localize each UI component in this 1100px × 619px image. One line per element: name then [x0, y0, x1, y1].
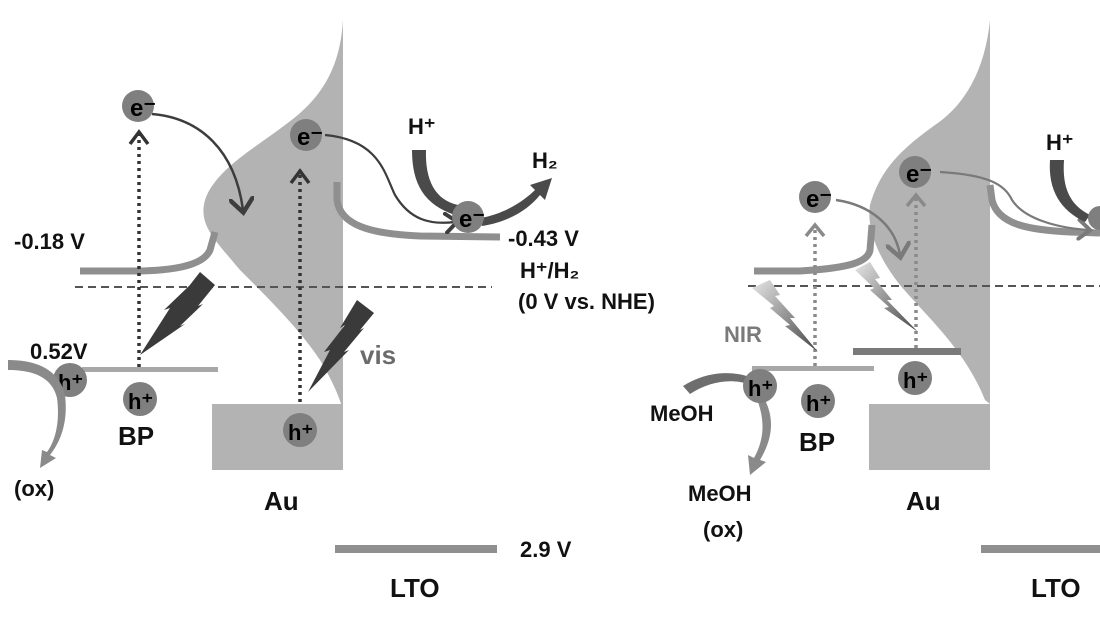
bp-valence-band	[752, 366, 874, 371]
lightning-bolt-icon	[855, 262, 918, 332]
lto-label: LTO	[1031, 573, 1081, 603]
hole-particle: h⁺	[123, 382, 157, 416]
left-panel: e⁻ e⁻ e⁻ h⁺ h⁺ h⁺ -0.18 V 0.52V -0.43 V …	[8, 20, 655, 603]
au-d-band	[212, 404, 343, 470]
proton-reduction-arrow	[412, 150, 458, 215]
svg-text:e⁻: e⁻	[130, 95, 156, 122]
svg-text:h⁺: h⁺	[288, 420, 313, 445]
oxidized-methanol-label: MeOH	[688, 481, 752, 506]
svg-text:h⁺: h⁺	[806, 391, 831, 416]
proton-label: H⁺	[408, 114, 436, 139]
au-excitation-arrowhead	[905, 192, 927, 208]
lto-conduction-band	[986, 184, 1100, 237]
bp-to-au-transfer-arrow	[151, 112, 243, 210]
visible-light-label: vis	[360, 340, 396, 370]
au-to-lto-transfer-arrow	[324, 133, 455, 223]
electron-particle: e⁻	[899, 156, 932, 188]
redox-reference-label: (0 V vs. NHE)	[518, 289, 655, 314]
oxidation-label: (ox)	[14, 476, 54, 501]
bp-excitation-arrowhead	[804, 222, 826, 238]
lto-label: LTO	[390, 573, 440, 603]
lto-valence-band	[981, 545, 1100, 553]
bp-cb-potential-label: -0.18 V	[14, 229, 85, 254]
au-label: Au	[906, 486, 941, 516]
redox-couple-label: H⁺/H₂	[520, 258, 579, 283]
au-d-band	[869, 404, 990, 470]
au-plasmon-band	[869, 20, 990, 404]
bp-label: BP	[799, 427, 835, 457]
bp-to-au-transfer-arrow	[835, 198, 900, 255]
hydrogen-label: H₂	[532, 148, 558, 173]
electron-particle: e⁻	[290, 119, 323, 151]
electron-particle: e⁻	[122, 90, 156, 122]
methanol-label: MeOH	[650, 401, 714, 426]
hole-particle: h⁺	[801, 384, 835, 418]
svg-text:e⁻: e⁻	[906, 161, 932, 188]
au-excitation-arrowhead	[289, 168, 311, 185]
methanol-input-arrow	[683, 373, 750, 394]
bp-conduction-band	[80, 231, 219, 275]
lightning-bolt-icon	[308, 300, 374, 392]
svg-text:h⁺: h⁺	[903, 368, 928, 393]
proton-reduction-arrow	[1049, 160, 1090, 222]
svg-text:h⁺: h⁺	[128, 389, 153, 414]
hole-particle: h⁺	[283, 413, 317, 447]
right-panel: e⁻ e⁻ h⁺ h⁺ h⁺ NIR MeOH MeOH (ox) BP Au …	[650, 20, 1100, 603]
bp-valence-band	[82, 367, 218, 372]
svg-text:e⁻: e⁻	[806, 186, 832, 213]
svg-text:h⁺: h⁺	[748, 376, 773, 401]
au-plasmon-band	[203, 20, 343, 410]
electron-particle: e⁻	[799, 181, 832, 213]
electron-particle	[1088, 206, 1100, 230]
bp-vb-potential-label: 0.52V	[30, 339, 88, 364]
lto-cb-potential-label: -0.43 V	[508, 226, 579, 251]
au-label: Au	[264, 486, 299, 516]
bp-label: BP	[118, 421, 154, 451]
oxidation-arrow	[748, 400, 772, 475]
lightning-bolt-icon	[140, 272, 215, 355]
bp-conduction-band	[754, 224, 876, 275]
hydrogen-evolution-arrow	[480, 178, 552, 226]
au-to-lto-transfer-arrow	[939, 170, 1088, 230]
proton-label: H⁺	[1046, 130, 1074, 155]
bp-excitation-arrowhead	[128, 129, 150, 146]
lto-vb-potential-label: 2.9 V	[520, 537, 572, 562]
lto-valence-band	[335, 545, 497, 553]
electron-particle: e⁻	[452, 201, 485, 233]
svg-text:e⁻: e⁻	[297, 124, 323, 151]
lightning-bolt-icon	[752, 280, 818, 352]
oxidized-methanol-ox-label: (ox)	[703, 517, 743, 542]
lto-conduction-band	[333, 182, 501, 241]
hole-particle: h⁺	[898, 361, 932, 395]
au-surface-level	[853, 348, 961, 355]
nir-light-label: NIR	[724, 322, 762, 347]
svg-text:e⁻: e⁻	[459, 206, 485, 233]
hole-particle: h⁺	[743, 369, 777, 403]
